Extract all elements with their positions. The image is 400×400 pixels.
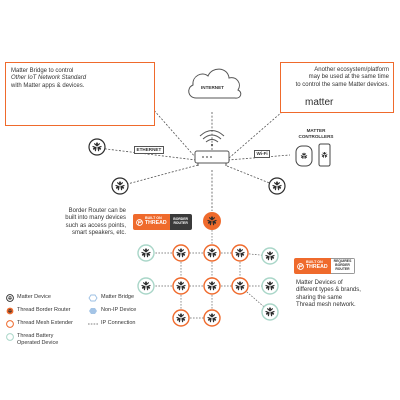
ecosystem-callout-line2: may be used at the same time bbox=[308, 74, 389, 81]
legend-thread-mesh-extender-icon bbox=[6, 320, 14, 328]
legend-thread-battery-line1: Thread Battery bbox=[17, 333, 54, 339]
thread-battery-devices bbox=[137, 244, 279, 321]
matter-controllers bbox=[295, 143, 331, 167]
thread-battery-device-icon bbox=[137, 277, 155, 295]
border-router-note-line2: built into many devices bbox=[65, 215, 126, 222]
thread-mesh-extender-icon bbox=[231, 244, 249, 262]
thread-logo-icon bbox=[136, 218, 143, 226]
thread-battery-device-icon bbox=[261, 277, 279, 295]
thread-label: THREAD bbox=[145, 220, 167, 227]
controllers-label-line2: CONTROLLERS bbox=[298, 133, 334, 139]
thread-battery-device-icon bbox=[261, 247, 279, 265]
legend-matter-bridge-icon bbox=[88, 294, 98, 302]
requires-line2: BORDER bbox=[335, 263, 350, 268]
router-device-right-link bbox=[226, 165, 278, 187]
router-device-left-link bbox=[119, 164, 199, 187]
thread-mesh-extender-icon bbox=[203, 277, 221, 295]
wifi-router bbox=[194, 130, 230, 166]
legend-non-ip-device-label: Non-IP Device bbox=[101, 307, 137, 313]
ecosystem-callout: Another ecosystem/platform may be used a… bbox=[280, 62, 394, 113]
thread-battery-device-icon bbox=[137, 244, 155, 262]
thread-mesh-extender-icon bbox=[203, 244, 221, 262]
smart-speaker-icon bbox=[295, 145, 313, 167]
wifi-link bbox=[227, 154, 291, 161]
matter-device-icon bbox=[268, 177, 286, 195]
matter-device-icon bbox=[111, 177, 129, 195]
bridge-callout-line3: with Matter apps & devices. bbox=[11, 82, 85, 89]
thread-mesh-links bbox=[146, 221, 271, 319]
legend-matter-bridge-label: Matter Bridge bbox=[101, 294, 135, 300]
border-router-note-line1: Border Router can be bbox=[68, 208, 126, 214]
controllers-label-line1: MATTER bbox=[306, 128, 326, 133]
ecosystem-callout-line3: to control the same Matter devices. bbox=[295, 81, 389, 88]
legend-ip-connection-label: IP Connection bbox=[101, 320, 136, 326]
mesh-note-line3: sharing the same bbox=[296, 294, 343, 301]
thread-mesh-extender-icon bbox=[172, 277, 190, 295]
router-ecosystem-link bbox=[228, 104, 291, 159]
built-on-label: BUILT ON bbox=[145, 216, 162, 221]
thread-mesh-extender-icon bbox=[172, 244, 190, 262]
thread-mesh-extender-icon bbox=[172, 309, 190, 327]
wifi-label: Wi-Fi bbox=[254, 150, 271, 158]
legend-matter-device-label: Matter Device bbox=[17, 294, 51, 300]
internet-label: INTERNET bbox=[201, 85, 224, 90]
requires-line1: REQUIRES bbox=[333, 259, 352, 264]
mesh-note-line4: Thread mesh network. bbox=[296, 301, 356, 308]
bridge-callout-line1: Matter Bridge to control bbox=[11, 68, 74, 74]
requires-line3: ROUTER bbox=[335, 266, 350, 271]
thread-mesh-extender-icon bbox=[231, 277, 249, 295]
built-on-label: BUILT ON bbox=[306, 260, 323, 265]
legend-non-ip-device-icon bbox=[89, 308, 97, 314]
legend-thread-border-router-icon bbox=[6, 307, 14, 315]
controllers-label: MATTER CONTROLLERS bbox=[296, 128, 336, 139]
smartphone-icon bbox=[318, 143, 331, 167]
matter-devices-wifi-ethernet bbox=[88, 138, 286, 195]
mesh-note-line2: different types & brands, bbox=[296, 287, 361, 294]
thread-logo-icon bbox=[297, 262, 304, 270]
bridge-callout-line2: Other IoT Network Standard bbox=[11, 75, 87, 82]
internet-cloud bbox=[188, 68, 242, 99]
thread-mesh-extender-icon bbox=[203, 309, 221, 327]
thread-label: THREAD bbox=[306, 264, 328, 271]
legend-thread-border-router-label: Thread Border Router bbox=[17, 307, 71, 313]
legend-thread-battery-icon bbox=[6, 333, 14, 341]
border-router-badge-label: BORDER ROUTER bbox=[169, 214, 192, 230]
router-bridge-link bbox=[151, 107, 197, 159]
thread-border-router-node bbox=[203, 212, 221, 230]
border-router-note-line3: such as access points, bbox=[65, 222, 126, 229]
ethernet-label: ETHERNET bbox=[134, 146, 164, 154]
legend-thread-battery-line2: Operated Device bbox=[17, 339, 59, 346]
legend-icons bbox=[6, 294, 98, 341]
legend-thread-mesh-extender-label: Thread Mesh Extender bbox=[17, 320, 73, 326]
legend-matter-device-icon bbox=[6, 294, 14, 302]
legend-thread-battery-label: Thread Battery Operated Device bbox=[17, 333, 58, 346]
matter-brand-label: matter bbox=[305, 97, 334, 108]
bridge-callout: Matter Bridge to control Other IoT Netwo… bbox=[5, 62, 155, 126]
thread-battery-device-icon bbox=[261, 303, 279, 321]
border-router-note: Border Router can be built into many dev… bbox=[62, 208, 126, 237]
border-router-note-line4: smart speakers, etc. bbox=[71, 229, 126, 236]
mesh-note: Matter Devices of different types & bran… bbox=[296, 280, 396, 309]
matter-device-icon bbox=[88, 138, 106, 156]
mesh-note-line1: Matter Devices of bbox=[296, 280, 343, 286]
thread-mesh-extenders bbox=[172, 244, 249, 327]
ecosystem-callout-line1: Another ecosystem/platform bbox=[314, 67, 389, 73]
